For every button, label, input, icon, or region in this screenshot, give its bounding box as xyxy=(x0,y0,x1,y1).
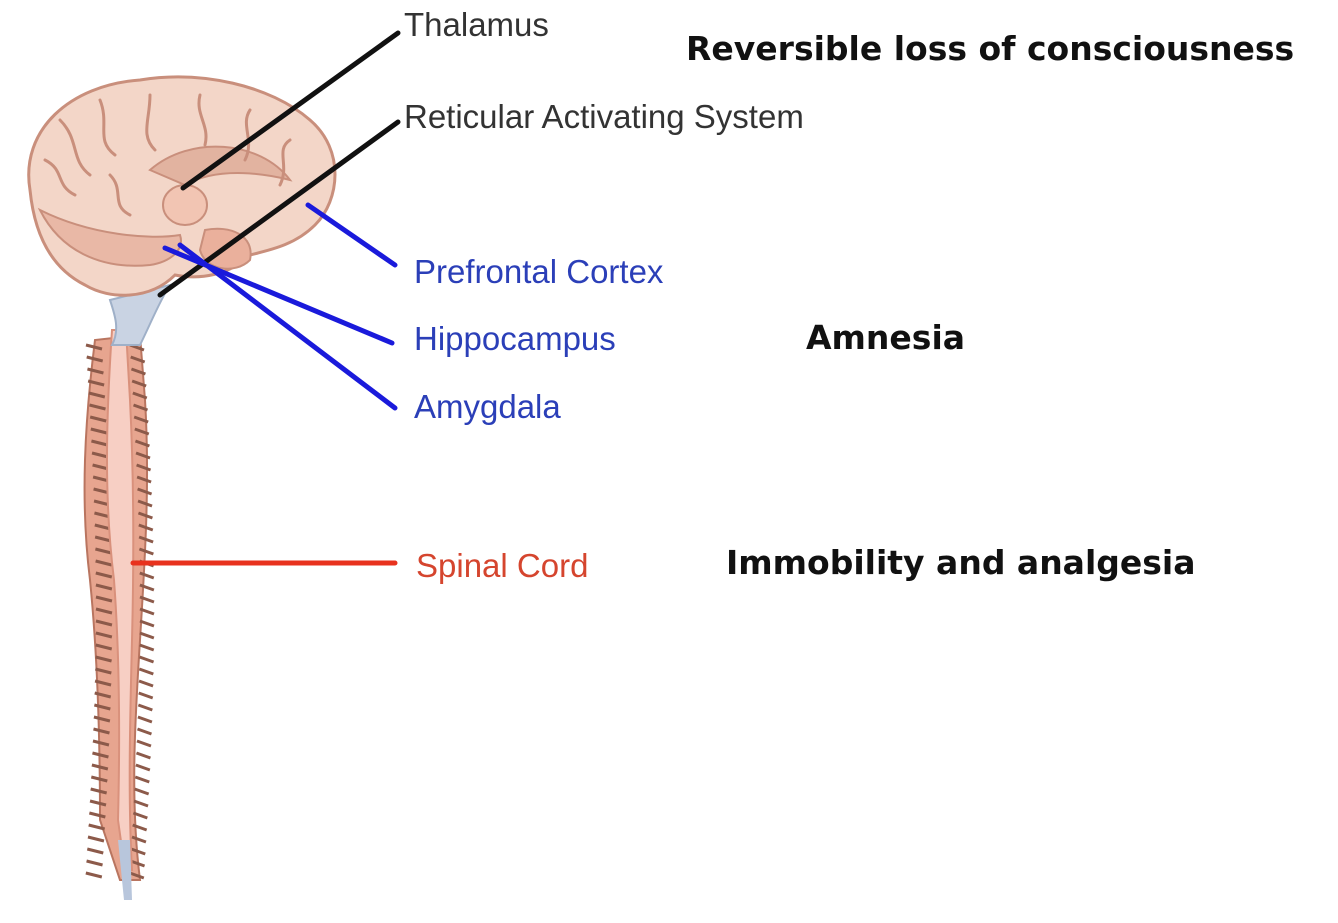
label-spinal-cord: Spinal Cord xyxy=(416,547,588,584)
effect-reversible-loss-of-consciousness: Reversible loss of consciousness xyxy=(686,29,1294,68)
label-hippocampus: Hippocampus xyxy=(414,320,616,357)
prefrontal-leader-line xyxy=(308,205,395,265)
effect-amnesia: Amnesia xyxy=(806,318,965,357)
label-prefrontal-cortex: Prefrontal Cortex xyxy=(414,253,664,290)
effect-immobility-and-analgesia: Immobility and analgesia xyxy=(726,543,1196,582)
label-reticular-activating-system: Reticular Activating System xyxy=(404,98,804,135)
label-thalamus: Thalamus xyxy=(404,6,549,43)
label-amygdala: Amygdala xyxy=(414,388,561,425)
amygdala-leader-line xyxy=(180,245,395,408)
